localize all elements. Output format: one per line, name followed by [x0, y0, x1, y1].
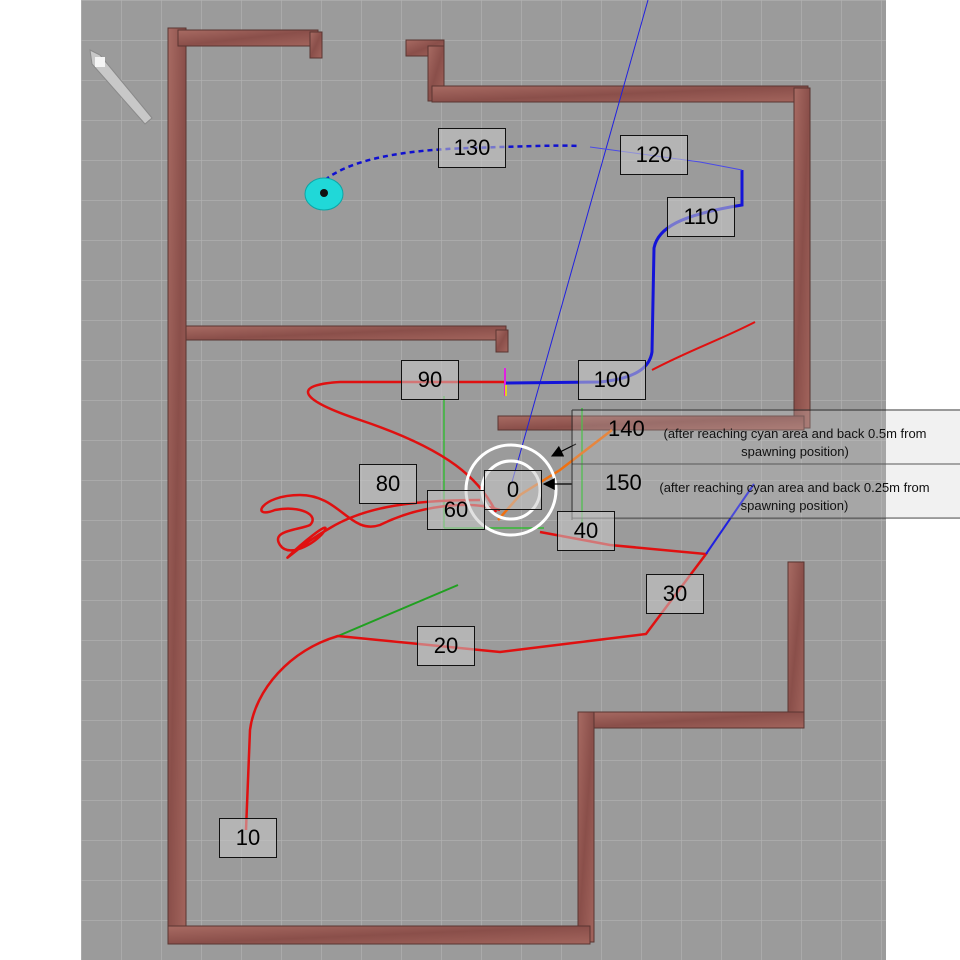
trajectory-red [244, 380, 709, 831]
wall-right-upper [793, 87, 811, 429]
camera-prop-icon [89, 49, 153, 125]
wall-lower-step [581, 711, 805, 729]
trajectory-blue-dashed [324, 144, 581, 181]
walls [167, 27, 811, 945]
time-label-120: 120 [620, 135, 688, 175]
annotation-note-150: (after reaching cyan area and back 0.25m… [659, 480, 930, 513]
time-label-0: 0 [484, 470, 542, 510]
cyan-disc-icon [304, 177, 344, 211]
wall-bottom [167, 925, 591, 945]
time-label-100: 100 [578, 360, 646, 400]
time-label-20: 20 [417, 626, 475, 666]
trajectory-red-branch [651, 321, 756, 371]
wall-middle [185, 325, 507, 341]
trajectory-blue-diag [705, 483, 755, 555]
time-label-40: 40 [557, 511, 615, 551]
annotation-panel [573, 411, 960, 518]
annotation-note-140: (after reaching cyan area and back 0.5m … [663, 426, 927, 459]
green-heading-segment [337, 584, 459, 637]
time-label-90: 90 [401, 360, 459, 400]
wall-right-shelf [497, 415, 805, 431]
wall-bottom-right [577, 711, 595, 943]
wall-right-lower [787, 561, 805, 728]
time-label-130: 130 [438, 128, 506, 168]
time-label-30: 30 [646, 574, 704, 614]
time-label-10: 10 [219, 818, 277, 858]
time-label-60: 60 [427, 490, 485, 530]
time-label-140: 140 [608, 416, 645, 441]
time-label-150: 150 [605, 470, 642, 495]
time-label-80: 80 [359, 464, 417, 504]
annotation-lines [571, 409, 960, 520]
heading-ray [511, 0, 649, 483]
time-label-110: 110 [667, 197, 735, 237]
wall-top-left [177, 29, 319, 47]
wall-left [167, 27, 187, 944]
